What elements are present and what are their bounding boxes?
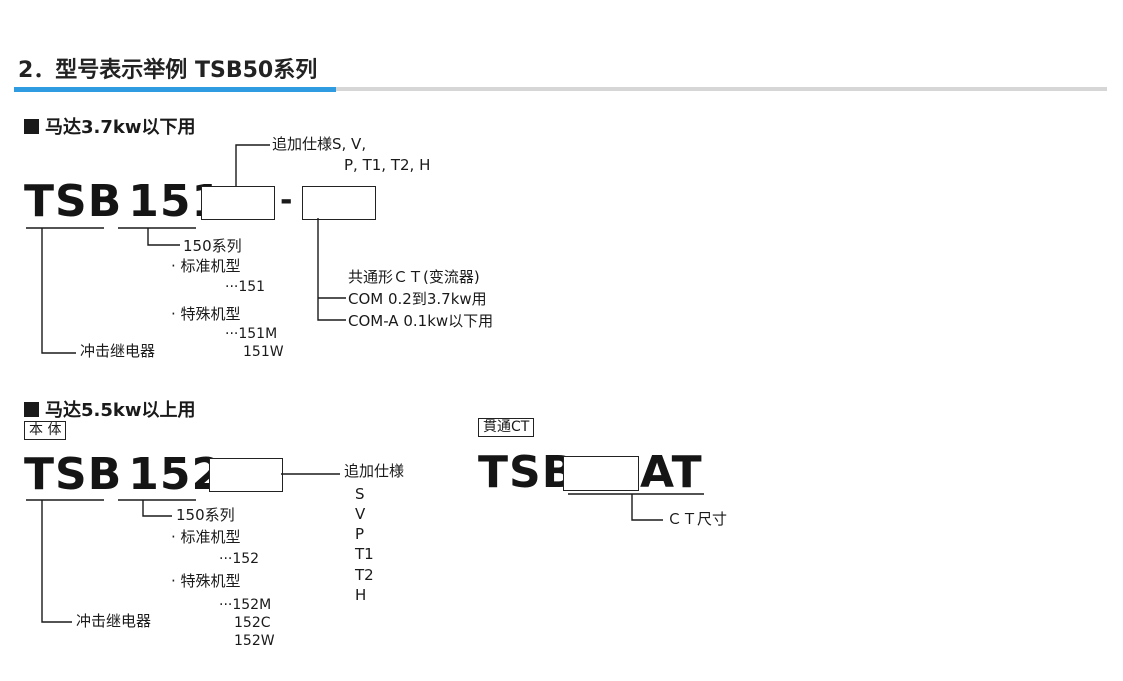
section2-heading: 马达5.5kw以上用 xyxy=(24,396,196,422)
ct-com-a: COM-A 0.1kw以下用 xyxy=(348,312,494,330)
ct-size-box xyxy=(563,456,639,491)
model-prefix: TSB xyxy=(478,447,577,498)
relay-label: 冲击继电器 xyxy=(76,612,152,630)
standard-code: ···151 xyxy=(225,279,266,295)
special-code-1: ···152M xyxy=(219,597,272,613)
ct-title: 共通形ＣＴ(变流器) xyxy=(348,268,480,286)
section1-heading: 马达3.7kw以下用 xyxy=(24,113,196,139)
series-label: 150系列 xyxy=(183,237,242,255)
ct-com: COM 0.2到3.7kw用 xyxy=(348,290,487,308)
title-underline xyxy=(14,87,1107,91)
series-label: 150系列 xyxy=(176,506,235,524)
square-bullet-icon xyxy=(24,119,39,134)
section2-heading-text: 马达5.5kw以上用 xyxy=(45,400,196,421)
model-prefix: TSB xyxy=(24,449,123,500)
body-tag: 本 体 xyxy=(24,421,67,441)
standard-code: ···152 xyxy=(219,551,260,567)
option-box xyxy=(209,458,283,492)
option-s: S xyxy=(355,485,365,503)
page-title: 2．型号表示举例 TSB50系列 xyxy=(18,58,318,83)
special-code-1: ···151M xyxy=(225,326,278,342)
option-t2: T2 xyxy=(355,566,374,584)
relay-label: 冲击继电器 xyxy=(80,342,156,360)
model-prefix: TSB xyxy=(24,176,123,227)
section1-heading-text: 马达3.7kw以下用 xyxy=(45,117,196,138)
option-label: 追加仕様 xyxy=(344,462,405,480)
through-ct-tag: 貫通CT xyxy=(478,418,535,438)
option-t1: T1 xyxy=(355,545,374,563)
option-label-2: P, T1, T2, H xyxy=(344,156,431,174)
option-box xyxy=(201,186,275,220)
ct-box xyxy=(302,186,376,220)
option-p: P xyxy=(355,525,365,543)
square-bullet-icon xyxy=(24,402,39,417)
dash: - xyxy=(280,183,293,218)
special-code-3: 152W xyxy=(234,633,275,649)
ct-size-label: ＣＴ尺寸 xyxy=(667,510,728,528)
title-accent-bar xyxy=(14,87,336,92)
option-h: H xyxy=(355,586,367,604)
standard-type-label: · 标准机型 xyxy=(171,528,241,546)
special-type-label: · 特殊机型 xyxy=(171,572,241,590)
model-number: 152 xyxy=(128,449,224,500)
special-type-label: · 特殊机型 xyxy=(171,305,241,323)
special-code-2: 151W xyxy=(243,344,284,360)
standard-type-label: · 标准机型 xyxy=(171,257,241,275)
option-label: 追加仕様S, V, xyxy=(272,135,367,153)
model-suffix: AT xyxy=(640,447,703,498)
special-code-2: 152C xyxy=(234,615,271,631)
option-v: V xyxy=(355,505,366,523)
